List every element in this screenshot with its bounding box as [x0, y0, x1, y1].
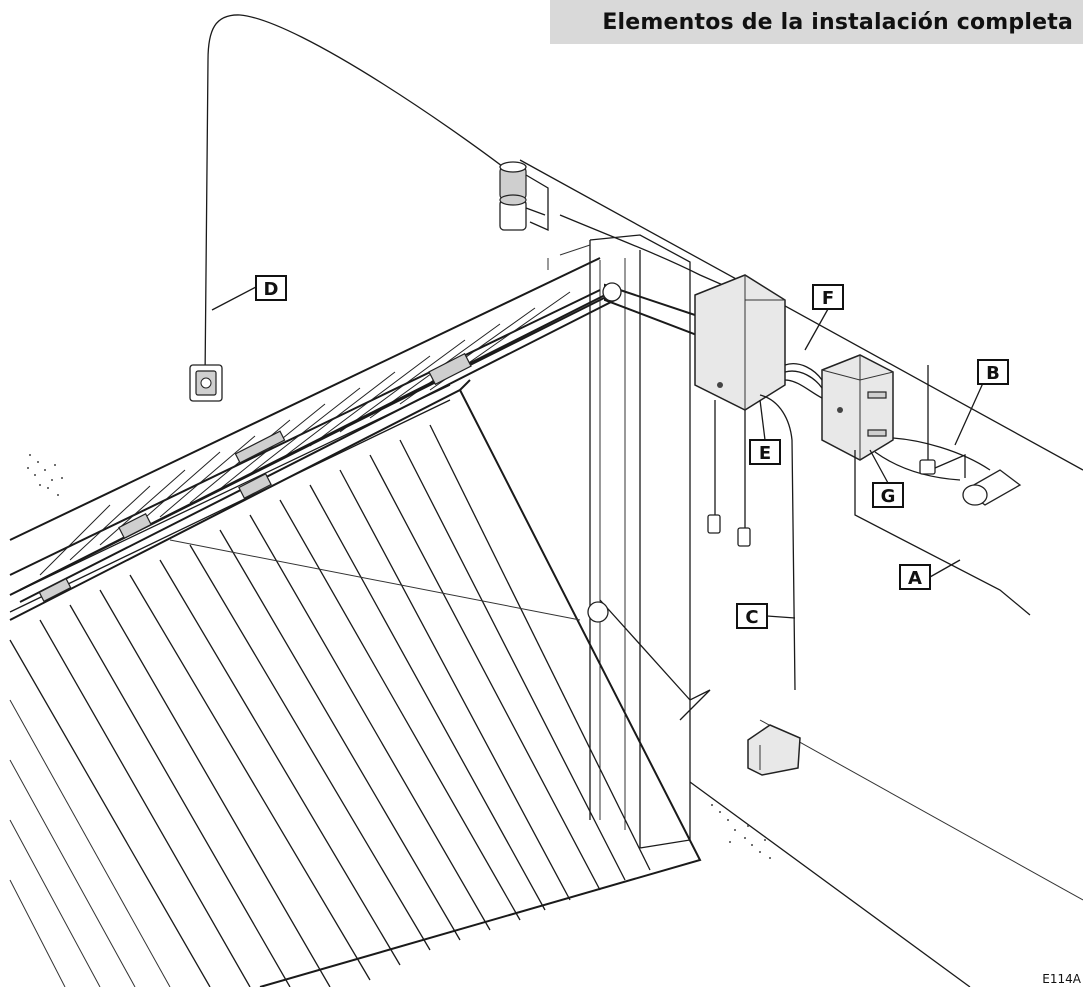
callout-d: D [255, 275, 287, 301]
callout-a: A [899, 564, 931, 590]
wiring [759, 363, 1031, 691]
gate-upper-rail [9, 257, 621, 613]
callout-e-label: E [759, 443, 771, 464]
warning-light [499, 161, 549, 232]
callout-f: F [812, 284, 844, 310]
photocell-post [747, 724, 801, 776]
callout-e: E [749, 439, 781, 465]
wall-lines [519, 159, 1083, 987]
section-title: Elementos de la instalación completa [602, 9, 1073, 35]
control-box [821, 354, 894, 461]
gate-pillar [547, 234, 691, 849]
antenna-bracket [919, 454, 1022, 506]
callout-d-label: D [264, 279, 279, 300]
callout-b: B [977, 359, 1009, 385]
operator-arm [19, 289, 616, 603]
callout-g-label: G [881, 486, 896, 507]
callout-c-label: C [745, 607, 758, 628]
callout-g: G [872, 482, 904, 508]
ground-speckle [27, 454, 771, 859]
section-title-bar: Elementos de la instalación completa [550, 0, 1083, 44]
motor-unit [694, 274, 786, 547]
callout-c: C [736, 603, 768, 629]
figure-reference: E114A [1042, 972, 1081, 986]
callout-b-label: B [986, 363, 1000, 384]
callout-leaders [211, 286, 984, 619]
gate-leaf [9, 379, 711, 987]
callout-a-label: A [908, 568, 922, 589]
overhead-cable [204, 14, 781, 381]
key-switch [189, 364, 223, 402]
callout-f-label: F [822, 288, 834, 309]
